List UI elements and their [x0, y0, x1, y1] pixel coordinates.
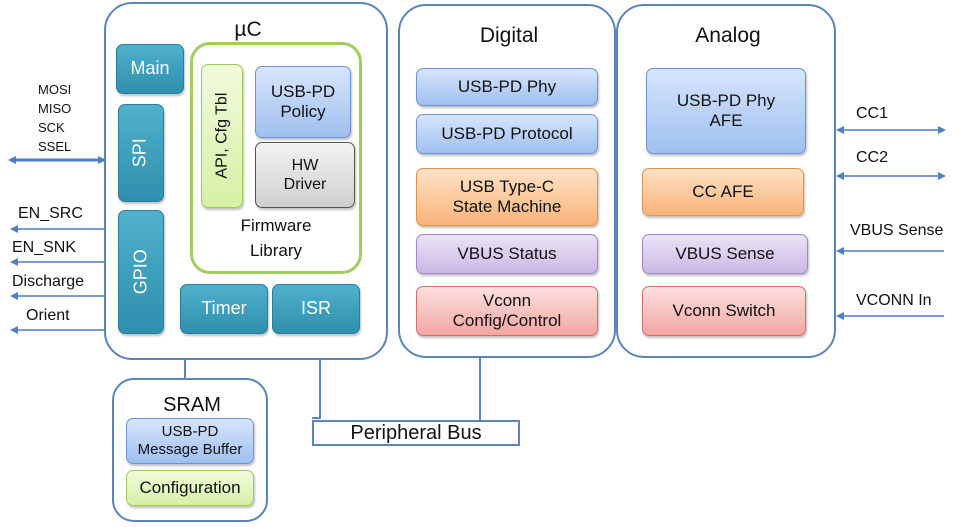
- analog-usbpd-phy-afe: USB-PD Phy AFE: [646, 68, 806, 154]
- bus-link-uc: [312, 360, 321, 419]
- hw-driver-block: HW Driver: [255, 142, 355, 208]
- digital-title: Digital: [479, 24, 539, 47]
- sram-message-buffer: USB-PD Message Buffer: [126, 418, 254, 464]
- spi-label: SPI: [130, 138, 151, 168]
- digital-usbpd-phy: USB-PD Phy: [416, 68, 598, 106]
- uc-title: µC: [234, 18, 262, 41]
- analog-title: Analog: [695, 24, 761, 47]
- signal-vconn-in: VCONN In: [856, 292, 932, 309]
- firmware-library-label: Firmware Library: [240, 216, 312, 260]
- digital-vbus-status: VBUS Status: [416, 234, 598, 274]
- signal-vbus-sense: VBUS Sense: [850, 222, 944, 239]
- signal-discharge: Discharge: [12, 273, 85, 290]
- signal-mosi: MOSI: [38, 82, 72, 97]
- sram-title: SRAM: [163, 394, 221, 416]
- spi-block: SPI: [118, 104, 164, 202]
- gpio-block: GPIO: [118, 210, 164, 334]
- firmware-library-group: [190, 42, 362, 274]
- sram-configuration: Configuration: [126, 470, 254, 506]
- analog-vconn-switch: Vconn Switch: [642, 286, 806, 336]
- signal-cc1: CC1: [856, 105, 889, 122]
- signal-orient: Orient: [26, 307, 70, 324]
- signal-en-src: EN_SRC: [18, 205, 83, 222]
- gpio-label: GPIO: [130, 249, 151, 295]
- signal-miso: MISO: [38, 101, 72, 116]
- peripheral-bus: Peripheral Bus: [312, 420, 520, 446]
- main-block: Main: [116, 44, 184, 94]
- api-cfg-label: API, Cfg Tbl: [213, 93, 231, 179]
- analog-cc-afe: CC AFE: [642, 168, 804, 216]
- digital-usbpd-protocol: USB-PD Protocol: [416, 114, 598, 154]
- usbpd-policy-block: USB-PD Policy: [255, 66, 351, 138]
- signal-en-snk: EN_SNK: [12, 239, 77, 256]
- api-cfg-block: API, Cfg Tbl: [201, 64, 243, 208]
- signal-cc2: CC2: [856, 149, 889, 166]
- isr-block: ISR: [272, 284, 360, 334]
- digital-vconn-config: Vconn Config/Control: [416, 286, 598, 336]
- digital-typec-state-machine: USB Type-C State Machine: [416, 168, 598, 226]
- signal-ssel: SSEL: [38, 139, 72, 154]
- timer-block: Timer: [180, 284, 268, 334]
- signal-sck: SCK: [38, 120, 65, 135]
- analog-vbus-sense: VBUS Sense: [642, 234, 808, 274]
